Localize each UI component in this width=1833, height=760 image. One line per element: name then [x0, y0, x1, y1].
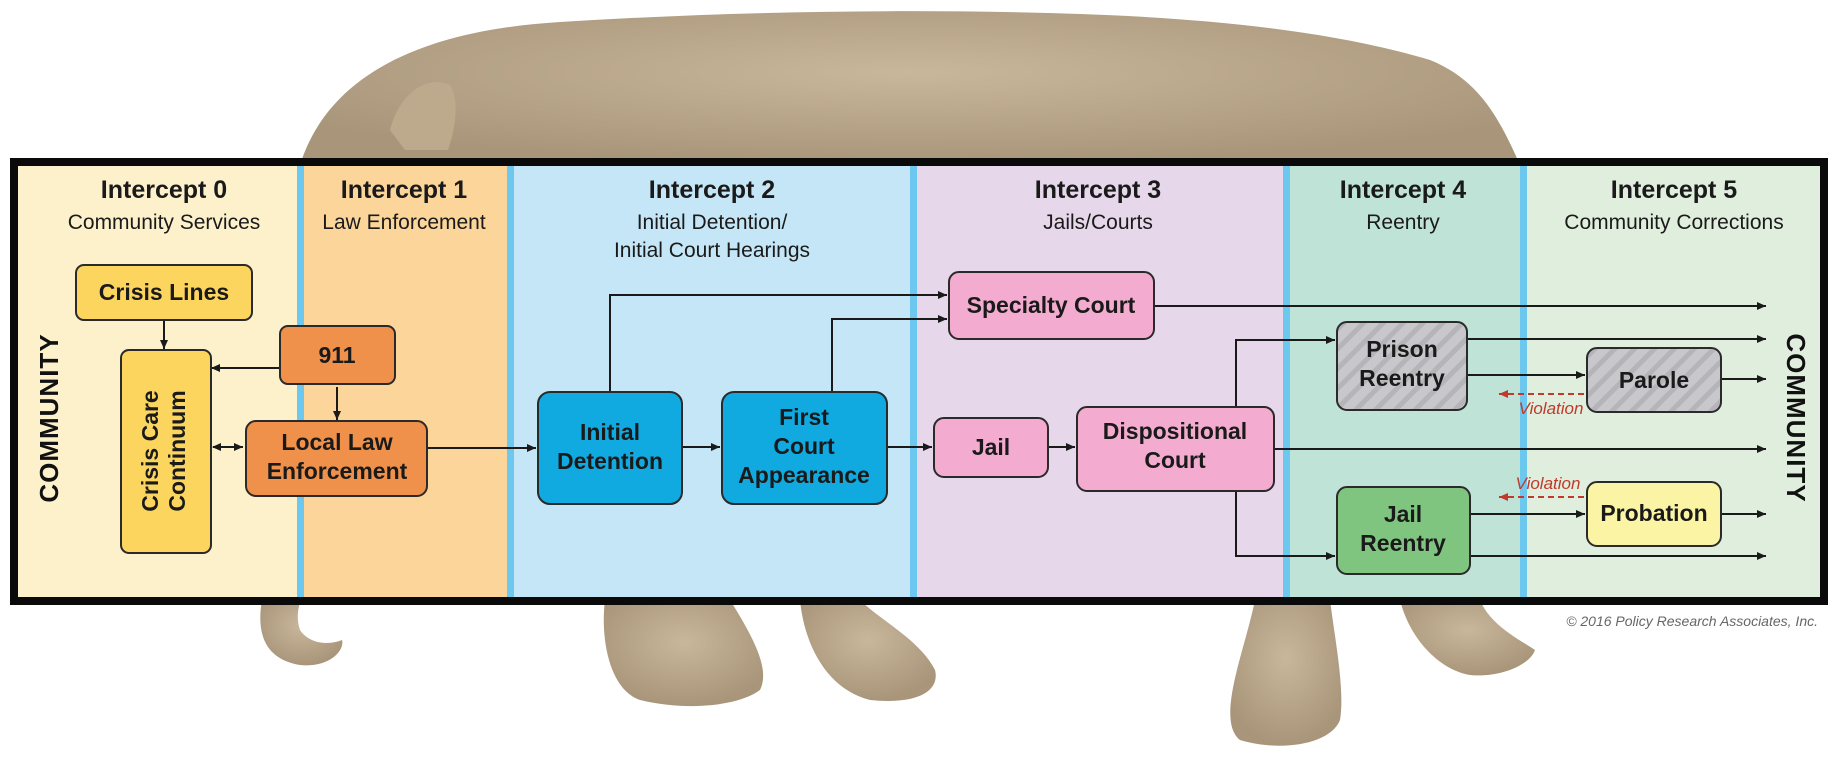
- violation-label-probation: Violation: [1516, 474, 1581, 493]
- intercept-0-title: Intercept 0: [101, 176, 227, 204]
- initial-detention-label-line2: Detention: [557, 448, 663, 474]
- intercept-3-subtitle: Jails/Courts: [1043, 211, 1153, 234]
- local-law-label-line1: Local Law: [281, 429, 392, 455]
- intercept-5-title: Intercept 5: [1611, 176, 1738, 204]
- local-law-label-line2: Enforcement: [267, 458, 408, 484]
- panel-divider: [910, 166, 917, 597]
- dispositional-court-label-line2: Court: [1144, 447, 1206, 473]
- parole-label: Parole: [1619, 367, 1689, 393]
- nine-one-one-label: 911: [318, 342, 355, 368]
- intercept-headers: Intercept 0 Community Services Intercept…: [68, 176, 1784, 262]
- intercept-5-subtitle: Community Corrections: [1564, 211, 1783, 234]
- crisis-lines-box: [75, 264, 253, 321]
- flow-nodes: Crisis Lines 911 Crisis Care Continuum L…: [75, 264, 1722, 575]
- intercept-3-title: Intercept 3: [1035, 176, 1161, 204]
- arrow-initialdetention-to-specialtycourt: [609, 291, 947, 392]
- crisis-care-label-line2: Continuum: [164, 390, 190, 511]
- first-court-label-line2: Court: [773, 433, 835, 459]
- panel-divider: [1283, 166, 1290, 597]
- panel-divider: [507, 166, 514, 597]
- community-label-right: COMMUNITY: [1781, 333, 1811, 502]
- intercept-1-subtitle: Law Enforcement: [322, 211, 486, 234]
- specialty-court-box: [948, 271, 1155, 340]
- local-law-enforcement-box: [245, 420, 428, 497]
- nine-one-one-box: [279, 325, 396, 385]
- flow-arrows: [160, 291, 1766, 560]
- first-court-appearance-box: [721, 391, 888, 505]
- intercept-2-title: Intercept 2: [649, 176, 775, 204]
- intercept-2-subtitle-line1: Initial Detention/: [637, 211, 788, 234]
- prison-reentry-label-line2: Reentry: [1359, 365, 1445, 391]
- arrow-firstcourt-to-specialtycourt: [831, 315, 947, 392]
- intercept-3-panel: [917, 166, 1283, 597]
- probation-box: [1586, 481, 1722, 547]
- initial-detention-label-line1: Initial: [580, 419, 640, 445]
- specialty-court-label: Specialty Court: [967, 292, 1136, 318]
- intercept-4-title: Intercept 4: [1340, 176, 1467, 204]
- prison-reentry-box: [1336, 321, 1468, 411]
- probation-label: Probation: [1600, 500, 1707, 526]
- copyright-notice: © 2016 Policy Research Associates, Inc.: [1566, 613, 1818, 629]
- intercept-2-subtitle-line2: Initial Court Hearings: [614, 239, 810, 262]
- intercept-0-subtitle: Community Services: [68, 211, 261, 234]
- first-court-label-line3: Appearance: [738, 462, 870, 488]
- jail-label: Jail: [972, 434, 1010, 460]
- intercept-2-panel: [514, 166, 910, 597]
- jail-box: [933, 417, 1049, 478]
- arrow-dispositional-to-jailreentry: [1235, 492, 1335, 560]
- intercept-4-subtitle: Reentry: [1366, 211, 1440, 234]
- elephant-illustration: [260, 11, 1535, 746]
- violation-label-parole: Violation: [1519, 399, 1584, 418]
- crisis-care-label-line1: Crisis Care: [137, 390, 163, 511]
- jail-reentry-label-line2: Reentry: [1360, 530, 1446, 556]
- dispositional-court-label-line1: Dispositional: [1103, 418, 1247, 444]
- community-label-left: COMMUNITY: [34, 333, 64, 502]
- arrow-dispositional-to-prisonreentry: [1235, 336, 1335, 408]
- crisis-care-continuum-box: [120, 349, 212, 554]
- panel-divider: [1520, 166, 1527, 597]
- dispositional-court-box: [1076, 406, 1275, 492]
- jail-reentry-label-line1: Jail: [1384, 501, 1422, 527]
- initial-detention-box: [537, 391, 683, 505]
- parole-box: [1586, 347, 1722, 413]
- prison-reentry-label-line1: Prison: [1366, 336, 1438, 362]
- intercept-1-title: Intercept 1: [341, 176, 468, 204]
- jail-reentry-box: [1336, 486, 1471, 575]
- crisis-lines-label: Crisis Lines: [99, 279, 229, 305]
- first-court-label-line1: First: [779, 404, 829, 430]
